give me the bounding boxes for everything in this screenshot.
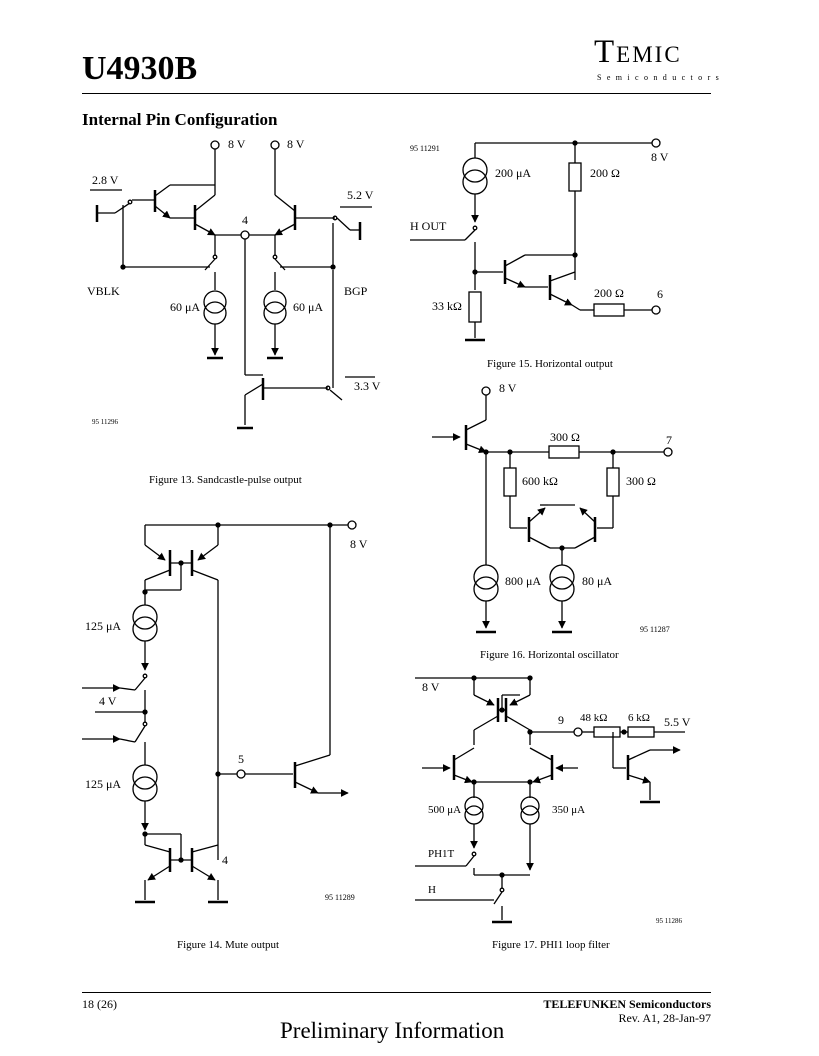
fig13-label-bgp: BGP [344, 284, 368, 298]
logo-subtitle: Semiconductors [597, 73, 725, 82]
fig13-label-current-right: 60 μA [293, 300, 323, 314]
fig13-ref-number: 95 11296 [92, 418, 118, 426]
figure-17-schematic [415, 675, 685, 924]
section-title: Internal Pin Configuration [82, 110, 278, 129]
fig16-label-8v: 8 V [499, 381, 517, 395]
fig17-label-pin9: 9 [558, 713, 564, 727]
figure-14-caption: Figure 14. Mute output [177, 939, 279, 951]
fig14-ref-number: 95 11289 [325, 893, 355, 902]
footer-revision: Rev. A1, 28-Jan-97 [618, 1011, 711, 1025]
fig13-label-3-3v: 3.3 V [354, 379, 381, 393]
figure-16-caption: Figure 16. Horizontal oscillator [480, 649, 619, 661]
fig14-label-current-bottom: 125 μA [85, 777, 121, 791]
fig15-label-r-200-bottom: 200 Ω [594, 286, 624, 300]
figure-16-schematic [432, 386, 673, 634]
fig14-label-pin5: 5 [238, 752, 244, 766]
fig14-label-pin4: 4 [222, 853, 228, 867]
figure-13-schematic [90, 140, 375, 430]
figure-17-caption: Figure 17. PHI1 loop filter [492, 939, 610, 951]
header-rule [82, 93, 711, 94]
fig15-label-8v: 8 V [651, 150, 669, 164]
fig15-label-r-33k: 33 kΩ [432, 299, 462, 313]
fig16-label-current-800: 800 μA [505, 574, 541, 588]
fig17-ref-number: 95 11286 [656, 917, 682, 925]
fig15-label-current: 200 μA [495, 166, 531, 180]
fig17-label-ph1t: PH1T [428, 848, 455, 860]
fig13-label-5-2v: 5.2 V [347, 188, 374, 202]
fig17-label-current-350: 350 μA [552, 804, 585, 816]
fig15-label-hout: H OUT [410, 219, 447, 233]
fig13-label-current-left: 60 μA [170, 300, 200, 314]
fig15-label-pin6: 6 [657, 287, 663, 301]
fig17-label-8v: 8 V [422, 680, 440, 694]
page-number: 18 (26) [82, 997, 117, 1011]
figure-15-schematic [410, 138, 661, 342]
fig13-label-8v-left: 8 V [228, 137, 246, 151]
fig16-label-r-300-right: 300 Ω [626, 474, 656, 488]
fig16-ref-number: 95 11287 [640, 625, 670, 634]
fig13-label-pin4: 4 [242, 213, 248, 227]
fig15-label-r-200-top: 200 Ω [590, 166, 620, 180]
preliminary-notice: Preliminary Information [280, 1018, 505, 1043]
footer-company: TELEFUNKEN Semiconductors [543, 997, 711, 1011]
fig13-label-vblk: VBLK [87, 284, 120, 298]
fig14-label-current-top: 125 μA [85, 619, 121, 633]
fig14-label-8v: 8 V [350, 537, 368, 551]
figure-13-caption: Figure 13. Sandcastle-pulse output [149, 474, 302, 486]
fig16-label-r-300-top: 300 Ω [550, 430, 580, 444]
fig16-label-r-600k: 600 kΩ [522, 474, 558, 488]
fig15-ref-number: 95 11291 [410, 144, 440, 153]
figure-15-caption: Figure 15. Horizontal output [487, 358, 613, 370]
fig13-label-2-8v: 2.8 V [92, 173, 119, 187]
fig17-label-current-500: 500 μA [428, 804, 461, 816]
fig14-label-4v: 4 V [99, 694, 117, 708]
fig17-label-h: H [428, 884, 436, 896]
document-title: U4930B [82, 50, 198, 87]
fig16-label-current-80: 80 μA [582, 574, 612, 588]
temic-logo: Temic [594, 34, 682, 70]
fig16-label-pin7: 7 [666, 433, 672, 447]
figure-14-schematic [82, 520, 357, 904]
fig13-label-8v-right: 8 V [287, 137, 305, 151]
fig17-label-r-48k: 48 kΩ [580, 712, 607, 724]
fig17-label-r-6k: 6 kΩ [628, 712, 650, 724]
fig17-label-5-5v: 5.5 V [664, 715, 691, 729]
footer-rule [82, 992, 711, 993]
